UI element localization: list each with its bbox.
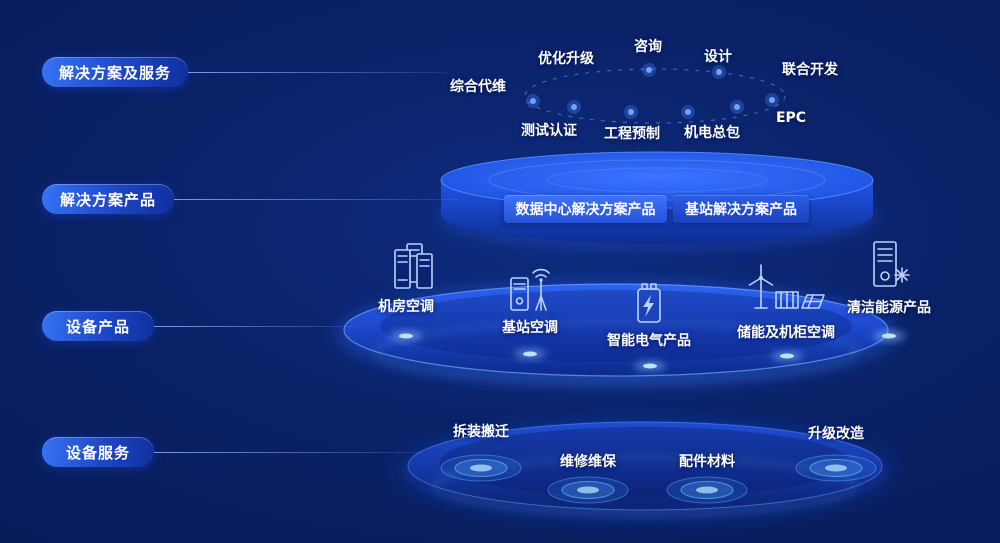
wind-solar-icon	[744, 260, 826, 316]
equipment-service-label: 升级改造	[808, 426, 864, 442]
connector-line	[174, 199, 458, 200]
category-pill-equipment-products: 设备产品	[42, 311, 154, 341]
service-pad	[440, 454, 877, 504]
connector-line	[154, 452, 422, 453]
category-pill-solutions-and-services: 解决方案及服务	[42, 57, 188, 87]
equipment-service-label: 维修维保	[560, 454, 616, 470]
equipment-product-label: 机房空调	[378, 299, 434, 315]
solution-product-banner-datacenter: 数据中心解决方案产品	[504, 195, 667, 223]
ring-service-label: 综合代维	[450, 79, 506, 95]
category-label: 设备服务	[65, 443, 130, 462]
snowflake-glyph	[894, 267, 910, 283]
ring-service-label: 咨询	[634, 39, 662, 55]
equipment-service-label: 拆装搬迁	[453, 424, 509, 440]
category-label: 解决方案及服务	[58, 63, 171, 82]
cooling-cabinet-icon	[864, 238, 914, 294]
equipment-product-label: 清洁能源产品	[847, 300, 931, 316]
ring-service-label: 机电总包	[684, 125, 740, 141]
ring-service-label: 设计	[704, 49, 732, 65]
solution-product-banner-basestation: 基站解决方案产品	[673, 195, 809, 223]
server-rack-icon	[387, 240, 439, 292]
banner-label: 数据中心解决方案产品	[515, 202, 656, 218]
equipment-product-label: 智能电气产品	[607, 333, 691, 349]
ring-service-label: EPC	[775, 110, 807, 126]
ring-service-label: 测试认证	[521, 123, 577, 139]
battery-icon	[631, 280, 667, 326]
connector-line	[188, 72, 446, 73]
category-pill-solution-products: 解决方案产品	[42, 184, 174, 214]
base-station-icon	[507, 268, 553, 314]
ring-service-label: 联合开发	[782, 62, 838, 78]
banner-label: 基站解决方案产品	[685, 202, 797, 218]
orbit-dot	[526, 63, 779, 119]
equipment-product-label: 储能及机柜空调	[737, 325, 835, 341]
equipment-product-label: 基站空调	[502, 320, 558, 336]
ring-service-label: 优化升级	[538, 51, 594, 67]
equipment-service-label: 配件材料	[679, 454, 735, 470]
category-label: 设备产品	[65, 317, 130, 336]
services-orbit-ring	[524, 63, 786, 124]
connector-line	[154, 326, 358, 327]
category-label: 解决方案产品	[59, 190, 156, 209]
ring-service-label: 工程预制	[604, 126, 660, 142]
category-pill-equipment-services: 设备服务	[42, 437, 154, 467]
